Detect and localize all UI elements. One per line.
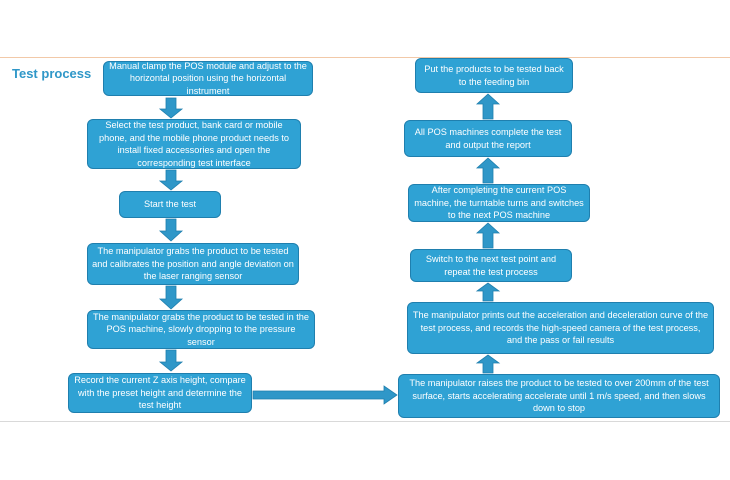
step-grab-calibrate: The manipulator grabs the product to be … (87, 243, 299, 285)
page-title: Test process (12, 66, 92, 81)
arrow-up-3 (475, 222, 501, 249)
arrow-down-3 (158, 218, 184, 242)
step-return-to-bin: Put the products to be tested back to th… (415, 58, 573, 93)
step-record-z-height: Record the current Z axis height, compar… (68, 373, 252, 413)
step-text: After completing the current POS machine… (414, 185, 584, 221)
step-raise-accelerate: The manipulator raises the product to be… (398, 374, 720, 418)
step-grab-drop: The manipulator grabs the product to be … (87, 310, 315, 349)
arrow-down-2 (158, 169, 184, 191)
arrow-up-1 (475, 354, 501, 374)
arrow-right-connector (252, 385, 398, 405)
arrow-down-5 (158, 349, 184, 372)
step-text: Switch to the next test point and repeat… (425, 254, 557, 277)
step-complete-report: All POS machines complete the test and o… (404, 120, 572, 157)
step-text: Select the test product, bank card or mo… (98, 120, 290, 168)
step-text: Manual clamp the POS module and adjust t… (109, 61, 307, 96)
arrow-up-2 (475, 282, 501, 302)
step-turntable-switch: After completing the current POS machine… (408, 184, 590, 222)
step-text: The manipulator raises the product to be… (409, 378, 709, 414)
step-manual-clamp: Manual clamp the POS module and adjust t… (103, 61, 313, 96)
step-text: The manipulator prints out the accelerat… (412, 310, 709, 346)
step-text: The manipulator grabs the product to be … (92, 311, 310, 347)
arrow-down-4 (158, 285, 184, 310)
step-text: Start the test (143, 199, 197, 210)
step-text: Record the current Z axis height, compar… (74, 375, 246, 411)
arrow-up-5 (475, 93, 501, 120)
step-print-curve: The manipulator prints out the accelerat… (407, 302, 714, 354)
step-select-product: Select the test product, bank card or mo… (87, 119, 301, 169)
step-text: Put the products to be tested back to th… (424, 64, 564, 87)
arrow-down-1 (158, 97, 184, 119)
step-text: All POS machines complete the test and o… (414, 127, 562, 150)
bottom-divider (0, 421, 730, 422)
step-text: The manipulator grabs the product to be … (92, 246, 294, 282)
arrow-up-4 (475, 157, 501, 184)
step-start-test: Start the test (119, 191, 221, 218)
top-divider (0, 57, 730, 58)
step-next-test-point: Switch to the next test point and repeat… (410, 249, 572, 282)
